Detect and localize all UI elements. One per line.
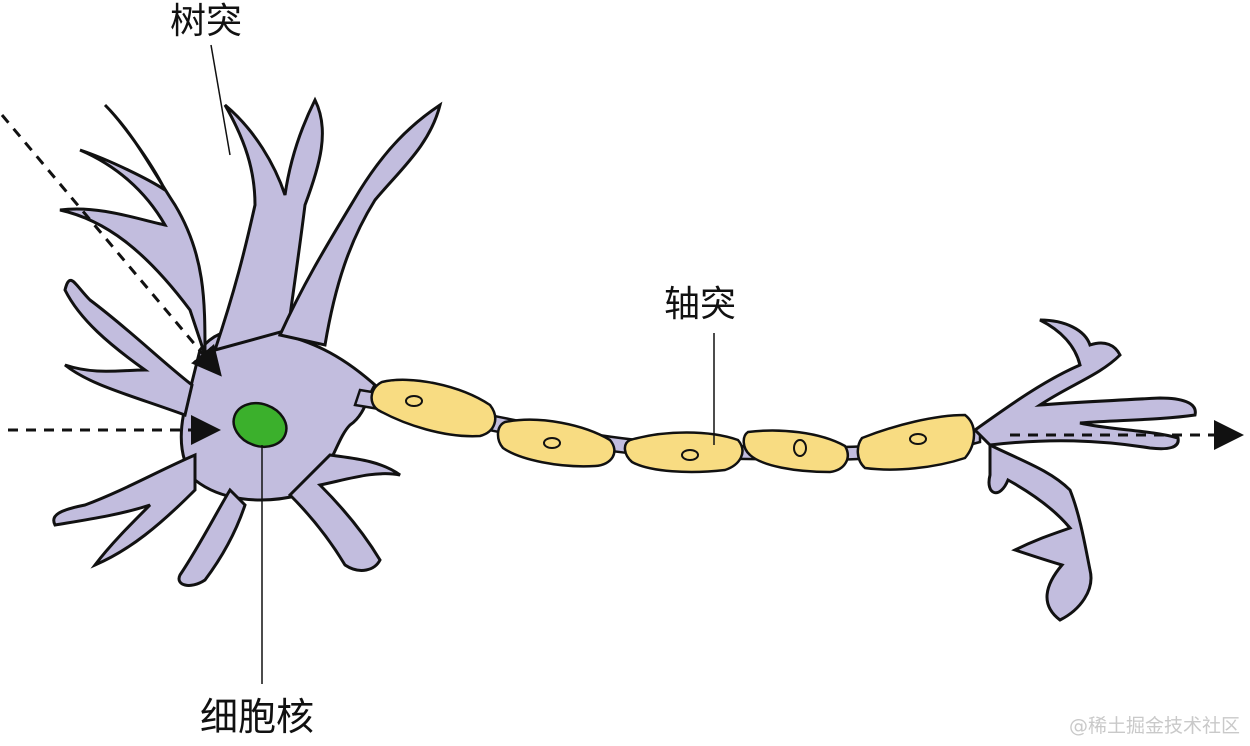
- input-arrow-diagonal: [0, 114, 222, 377]
- axon-terminal: [972, 318, 1197, 622]
- terminal-upper-branch: [972, 318, 1197, 451]
- dendrite-lower-left: [52, 452, 197, 569]
- watermark: @稀土掘金技术社区: [1068, 715, 1240, 737]
- dendrite-upper-left: [59, 103, 207, 356]
- signal-arrows: [0, 114, 1244, 450]
- myelin-segment-1: [370, 378, 497, 438]
- myelin-nucleus-3: [681, 449, 699, 461]
- nucleus-label: 细胞核: [200, 695, 315, 739]
- label-leaders: [210, 44, 715, 684]
- axon: [353, 378, 982, 474]
- dendrite-upper-right: [277, 101, 443, 347]
- dendrite-lower-right: [287, 453, 401, 572]
- dendrite-left: [63, 278, 194, 417]
- axon-label: 轴突: [664, 284, 737, 325]
- dendrites: [52, 96, 443, 587]
- dendrite-label: 树突: [170, 1, 243, 42]
- dendrite-leader-line: [210, 44, 231, 156]
- terminal-lower-branch: [987, 442, 1093, 622]
- myelin-nucleus-1: [405, 395, 423, 407]
- dendrite-lower-middle: [177, 487, 247, 587]
- dendrite-upper-middle: [212, 96, 324, 353]
- myelin-nucleus-5: [909, 433, 927, 445]
- myelin-nucleus-4: [793, 439, 807, 457]
- cell-nucleus: [232, 401, 288, 449]
- myelin-nucleus-2: [543, 437, 561, 449]
